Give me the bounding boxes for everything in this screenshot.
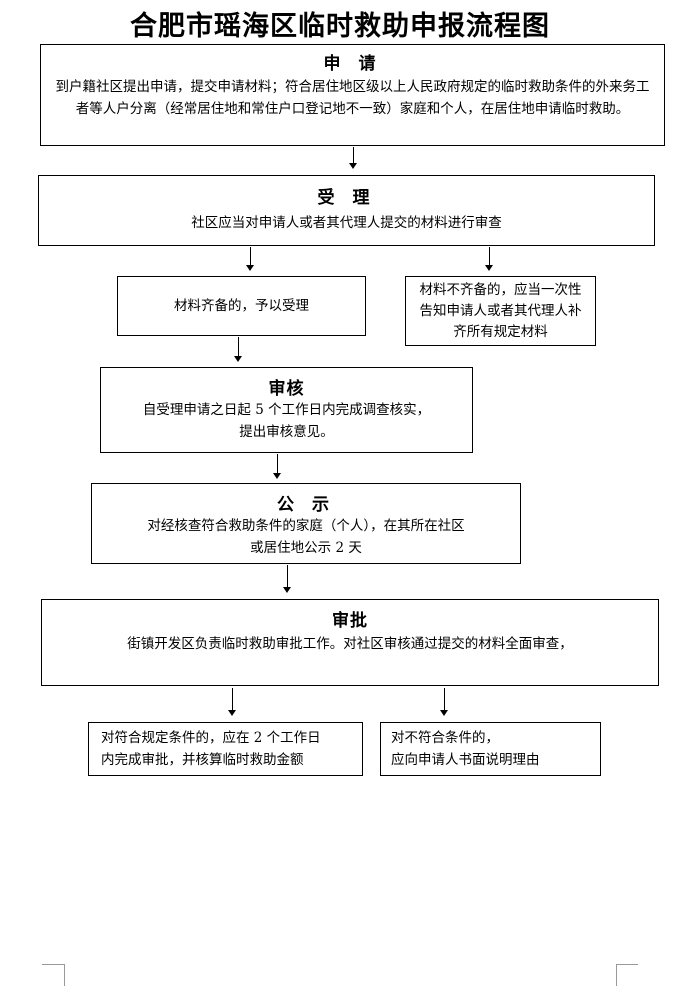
arrow-approve-to-qualified bbox=[232, 688, 233, 711]
step-accept-heading: 受 理 bbox=[317, 188, 376, 208]
page-corner-mark-left bbox=[42, 964, 65, 986]
materials-complete-box: 材料齐备的，予以受理 bbox=[117, 276, 366, 336]
materials-incomplete-text: 材料不齐备的，应当一次性告知申请人或者其代理人补齐所有规定材料 bbox=[419, 281, 582, 340]
step-apply-heading: 申 请 bbox=[323, 54, 382, 74]
arrow-head bbox=[349, 163, 357, 169]
arrow-head bbox=[485, 265, 493, 271]
unqualified-line2: 应向申请人书面说明理由 bbox=[391, 752, 540, 768]
arrow-head bbox=[440, 710, 448, 716]
step-apply-text: 到户籍社区提出申请，提交申请材料；符合居住地区级以上人民政府规定的临时救助条件的… bbox=[55, 79, 650, 117]
arrow-complete-to-review bbox=[238, 337, 239, 357]
arrow-review-to-publicity bbox=[277, 454, 278, 474]
arrow-head bbox=[273, 473, 281, 479]
arrow-apply-to-accept bbox=[353, 147, 354, 164]
qualified-line1: 对符合规定条件的，应在 2 个工作日 bbox=[101, 730, 321, 746]
page-corner-mark-left-top bbox=[42, 964, 64, 965]
step-publicity-heading: 公 示 bbox=[277, 495, 335, 515]
step-approve-box: 审批 街镇开发区负责临时救助审批工作。对社区审核通过提交的材料全面审查， bbox=[41, 599, 659, 686]
arrow-approve-to-unqualified bbox=[444, 688, 445, 711]
arrow-publicity-to-approve bbox=[287, 565, 288, 588]
arrow-accept-to-incomplete bbox=[489, 247, 490, 266]
materials-incomplete-box: 材料不齐备的，应当一次性告知申请人或者其代理人补齐所有规定材料 bbox=[405, 276, 596, 346]
qualified-line2: 内完成审批，并核算临时救助金额 bbox=[101, 752, 304, 768]
step-accept-text: 社区应当对申请人或者其代理人提交的材料进行审查 bbox=[191, 215, 502, 231]
materials-complete-text: 材料齐备的，予以受理 bbox=[174, 298, 309, 314]
step-apply-box: 申 请 到户籍社区提出申请，提交申请材料；符合居住地区级以上人民政府规定的临时救… bbox=[40, 44, 665, 146]
arrow-accept-to-complete bbox=[250, 247, 251, 266]
page-title: 合肥市瑶海区临时救助申报流程图 bbox=[130, 11, 550, 42]
page-corner-mark-right bbox=[616, 964, 639, 986]
step-review-line2: 提出审核意见。 bbox=[239, 424, 334, 440]
unqualified-box: 对不符合条件的， 应向申请人书面说明理由 bbox=[380, 722, 601, 776]
qualified-box: 对符合规定条件的，应在 2 个工作日 内完成审批，并核算临时救助金额 bbox=[88, 722, 363, 776]
unqualified-line1: 对不符合条件的， bbox=[391, 730, 499, 746]
arrow-head bbox=[234, 356, 242, 362]
step-accept-box: 受 理 社区应当对申请人或者其代理人提交的材料进行审查 bbox=[38, 175, 655, 246]
step-review-heading: 审核 bbox=[268, 379, 305, 399]
step-review-line1: 自受理申请之日起 5 个工作日内完成调查核实， bbox=[142, 402, 431, 418]
step-publicity-line1: 对经核查符合救助条件的家庭（个人），在其所在社区 bbox=[147, 518, 465, 534]
arrow-head bbox=[246, 265, 254, 271]
step-review-box: 审核 自受理申请之日起 5 个工作日内完成调查核实， 提出审核意见。 bbox=[100, 367, 473, 453]
step-approve-text: 街镇开发区负责临时救助审批工作。对社区审核通过提交的材料全面审查， bbox=[127, 636, 573, 652]
step-publicity-box: 公 示 对经核查符合救助条件的家庭（个人），在其所在社区 或居住地公示 2 天 bbox=[91, 483, 521, 564]
step-publicity-line2: 或居住地公示 2 天 bbox=[250, 540, 362, 556]
page-corner-mark-right-top bbox=[616, 964, 638, 965]
arrow-head bbox=[283, 587, 291, 593]
step-approve-heading: 审批 bbox=[332, 611, 368, 631]
arrow-head bbox=[228, 710, 236, 716]
